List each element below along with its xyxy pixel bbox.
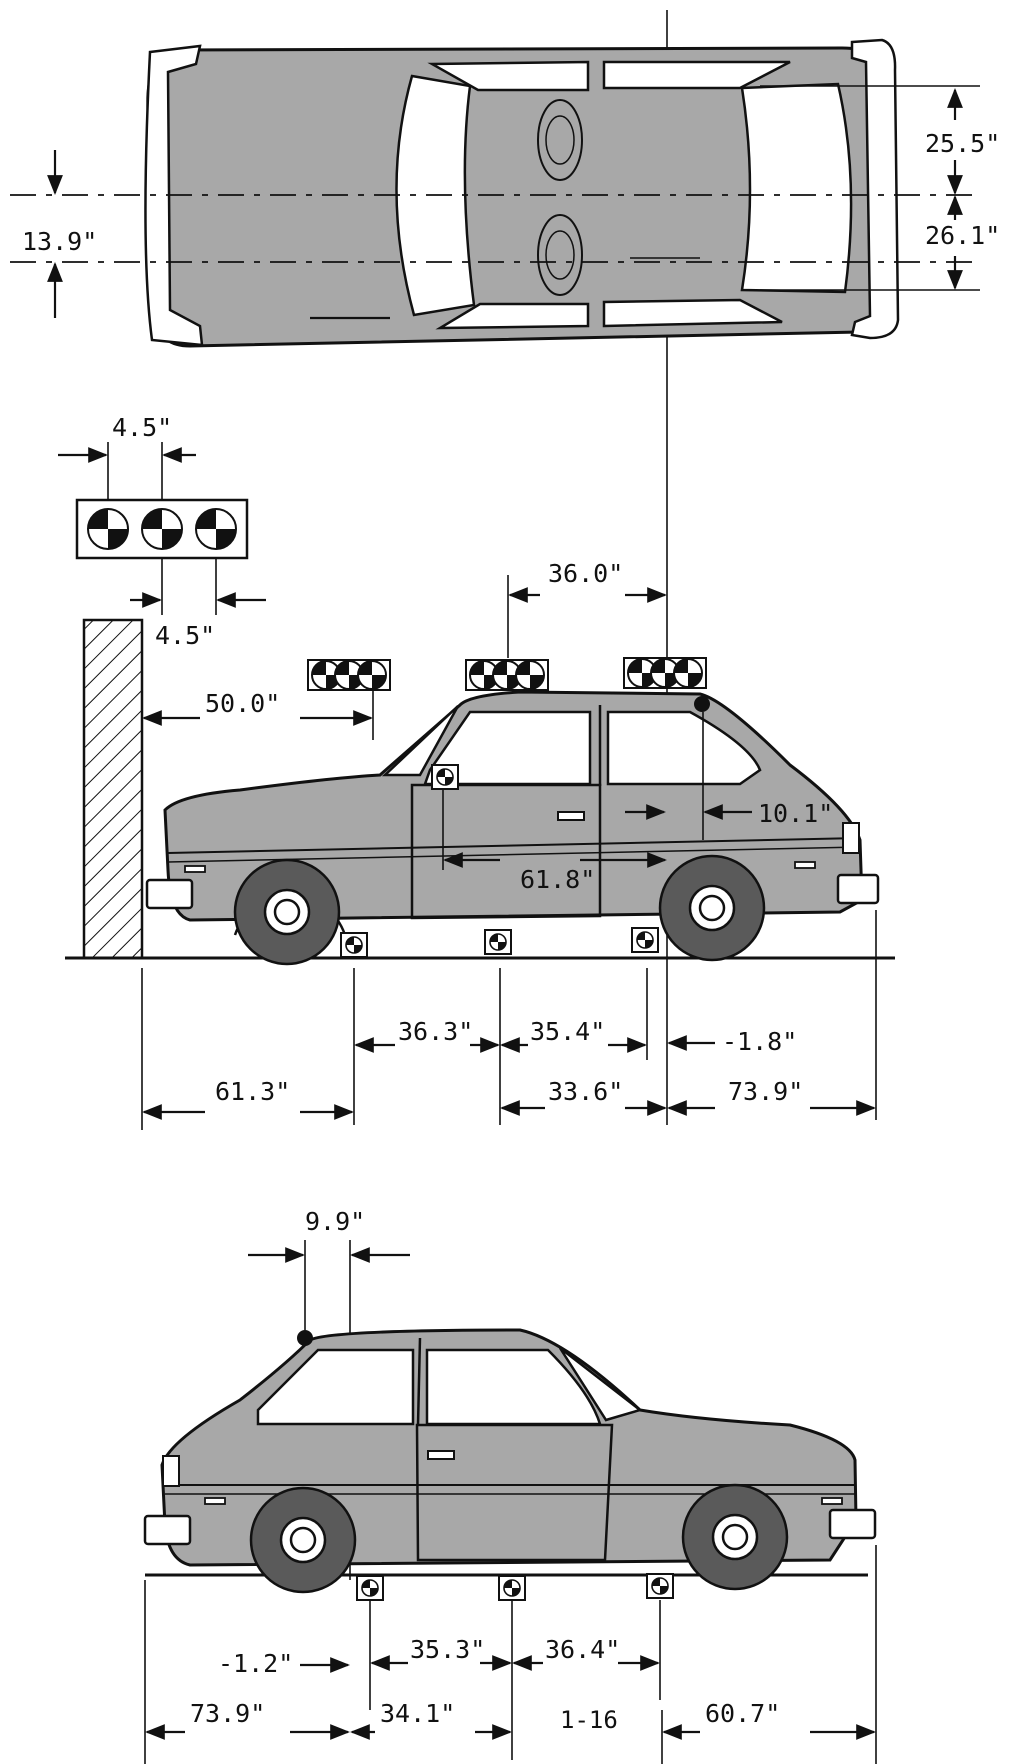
side-view-2: 9.9" -1.2"	[143, 1207, 877, 1764]
side-1-windshield	[381, 705, 460, 777]
dim-36-0: 36.0"	[548, 559, 623, 588]
dim-neg-1-2: -1.2"	[218, 1649, 293, 1678]
side-window-right-front	[435, 302, 590, 330]
dummy-head-lower	[537, 214, 583, 296]
side-2-door	[415, 1423, 614, 1562]
side-1-rear-window	[606, 710, 762, 786]
dim-34-1: 34.1"	[380, 1699, 455, 1728]
dim-26-1: 26.1"	[925, 221, 1000, 250]
page-number: 1-16	[560, 1706, 618, 1734]
side-1-front-bumper	[145, 878, 194, 910]
side-1-front-window	[423, 710, 592, 786]
dim-35-4: 35.4"	[530, 1017, 605, 1046]
dim-35-3: 35.3"	[410, 1635, 485, 1664]
side-2-front-bumper	[828, 1508, 877, 1540]
side-window-right-rear	[602, 298, 783, 328]
dim-4-5-top: 4.5"	[112, 413, 172, 442]
dim-36-3: 36.3"	[398, 1017, 473, 1046]
side-window-left-rear	[602, 60, 791, 90]
dim-25-5: 25.5"	[925, 129, 1000, 158]
side-2-rear-window	[256, 1348, 415, 1426]
dim-33-6: 33.6"	[548, 1077, 623, 1106]
dim-10-1: 10.1"	[758, 799, 833, 828]
top-view: 25.5" 26.1" 13.9"	[10, 38, 1000, 348]
side-window-left-front	[427, 60, 590, 92]
dim-neg-1-8: -1.8"	[722, 1027, 797, 1056]
side-2-windshield	[558, 1347, 643, 1422]
dim-13-9: 13.9"	[22, 227, 97, 256]
side-1-door	[410, 783, 602, 920]
dim-4-5-bottom: 4.5"	[155, 621, 215, 650]
dummy-head-upper	[537, 99, 583, 181]
dim-36-4: 36.4"	[545, 1635, 620, 1664]
side-view-1: 4.5" 4.5" 36.0" 50.0"	[58, 413, 895, 1130]
dim-61-3: 61.3"	[215, 1077, 290, 1106]
rear-bumper-top	[850, 38, 900, 340]
dim-73-9-upper: 73.9"	[728, 1077, 803, 1106]
rear-window-top	[740, 82, 853, 294]
dim-60-7: 60.7"	[705, 1699, 780, 1728]
front-bumper-top	[144, 44, 204, 347]
side-1-rear-bumper	[836, 873, 880, 905]
crash-barrier	[82, 618, 144, 960]
dim-73-9-lower: 73.9"	[190, 1699, 265, 1728]
dim-50-0: 50.0"	[205, 689, 280, 718]
dim-61-8: 61.8"	[520, 865, 595, 894]
dim-9-9: 9.9"	[305, 1207, 365, 1236]
side-2-rear-bumper	[143, 1514, 192, 1546]
